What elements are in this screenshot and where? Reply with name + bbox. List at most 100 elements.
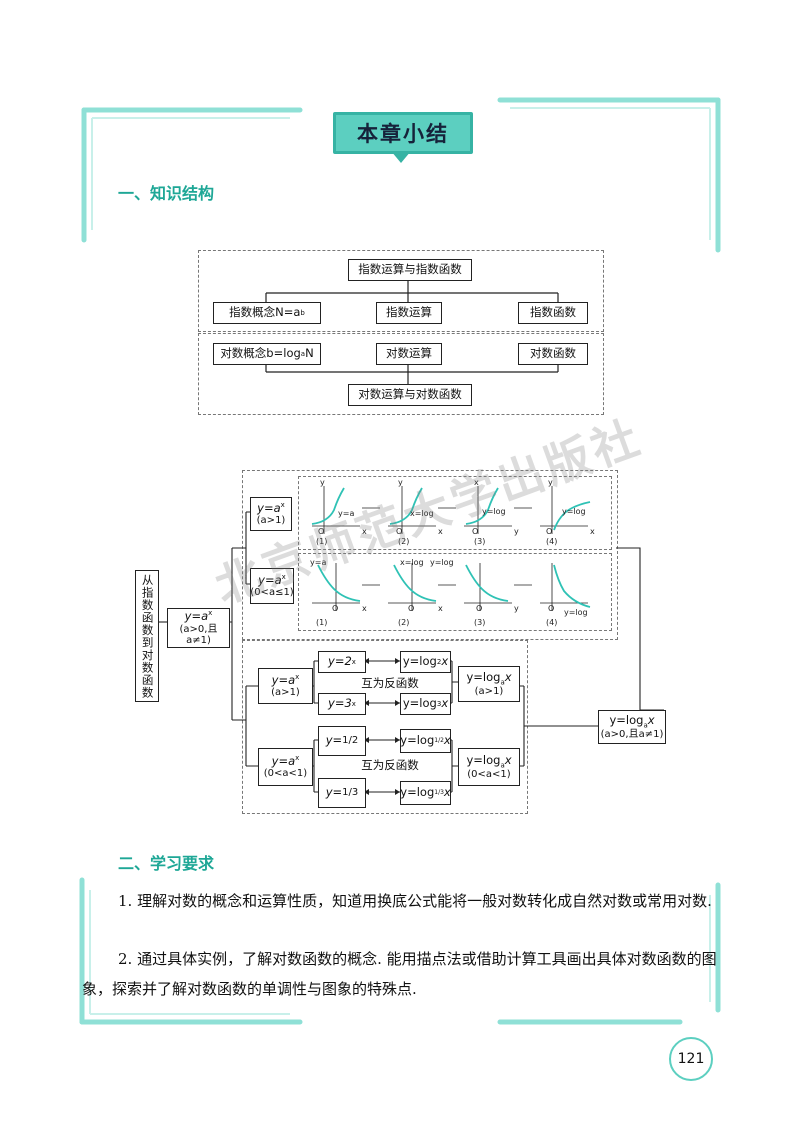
svg-text:y: y (548, 478, 553, 487)
yhalf-frac: 1/2 (342, 735, 359, 747)
y-third-x-box: y=1/3 (318, 778, 366, 808)
ylog-third-tail: x (443, 785, 451, 800)
graph3-label: y=log (482, 507, 506, 516)
log-operation-function-box: 对数运算与对数函数 (348, 384, 472, 406)
svg-text:O: O (472, 527, 478, 536)
svg-text:O: O (476, 604, 482, 613)
exp-operation-function-box: 指数运算与指数函数 (348, 259, 472, 281)
ylog2-tail: x (441, 654, 449, 669)
graph8-curve (553, 564, 591, 608)
case2-fn: y=a (258, 573, 282, 588)
exp-dashed-region (198, 250, 604, 332)
graph2-curve (389, 487, 423, 525)
graph1-num: (1) (316, 537, 327, 546)
svg-text:y: y (398, 478, 403, 487)
requirement-paragraph-1: 1. 理解对数的概念和运算性质，知道用换底公式能将一般对数转化成自然对数或常用对… (118, 892, 712, 910)
graph7-curve (465, 564, 509, 602)
chapter-summary-title: 本章小结 (333, 112, 473, 154)
svg-text:x: x (474, 478, 479, 487)
svg-text:O: O (408, 604, 414, 613)
case4-cond: (0<a<1) (263, 768, 308, 780)
graphs-row1: yxO yxO xyO yxO y=a x=log y=log y=log (1… (311, 478, 595, 546)
page-number: 121 (669, 1037, 713, 1081)
case3-sup: x (295, 673, 300, 682)
svg-text:O: O (396, 527, 402, 536)
final-fn-cond: (a>0,且a≠1) (600, 728, 664, 740)
y2x-text: y=2 (328, 654, 352, 669)
exp-concept-text: 指数概念N=a (229, 305, 301, 320)
graph4-curve (553, 501, 591, 531)
section-learning-requirements-heading: 二、学习要求 (118, 854, 215, 873)
exp-function-box: 指数函数 (518, 302, 588, 324)
svg-text:x: x (362, 604, 367, 613)
final-fn-sub: a (643, 720, 648, 729)
requirement-paragraph-2: 2. 通过具体实例，了解对数函数的概念. 能用描点法或借助计算工具画出具体对数函… (82, 950, 717, 998)
loga2-cond: (0<a<1) (467, 768, 511, 780)
loga2-tail: x (504, 752, 512, 767)
graph5-curve (317, 564, 361, 602)
svg-text:y: y (320, 478, 325, 487)
case2-sup: x (281, 573, 286, 582)
ylog2-text: y=log (402, 654, 437, 669)
yhalf-text: y= (325, 733, 343, 748)
log-concept-text: 对数概念b=log (220, 346, 301, 361)
svg-text:x: x (590, 527, 595, 536)
graph6-curve (393, 564, 437, 602)
case2-cond: (0<a≤1) (250, 587, 294, 599)
ythird-frac: 1/3 (342, 787, 359, 799)
svg-text:O: O (318, 527, 324, 536)
graph7-label: y=log (430, 558, 454, 567)
case-a-gt-1-box: y=ax (a>1) (250, 497, 292, 531)
case1-cond: (a>1) (256, 515, 286, 527)
graph1-label: y=a (338, 509, 354, 518)
graph7-num: (3) (474, 618, 485, 627)
loga1-sub: a (500, 677, 505, 686)
case4-fn: y=a (271, 754, 296, 769)
loga-lt-1-box: y=logax (0<a<1) (458, 748, 520, 786)
y-half-x-box: y=1/2 (318, 726, 366, 756)
graph1-curve (311, 487, 345, 525)
graph4-label: y=log (562, 507, 586, 516)
ylog-half-sub: 1/2 (434, 736, 444, 744)
exp-to-log-label-box: 从指数函数到对数函数 (135, 570, 159, 702)
case4-box: y=ax (0<a<1) (258, 748, 313, 786)
svg-text:O: O (332, 604, 338, 613)
log-operation-box: 对数运算 (376, 343, 442, 365)
loga-gt-1-box: y=logax (a>1) (458, 666, 520, 702)
section-knowledge-structure-heading: 一、知识结构 (118, 184, 215, 203)
log-concept-sub: a (300, 349, 306, 358)
graph2-label: x=log (410, 509, 434, 518)
ylog-half-text: y=log (400, 733, 435, 748)
graph8-num: (4) (546, 618, 557, 627)
loga2-sub: a (500, 760, 505, 769)
final-fn-tail: x (647, 712, 655, 727)
inverse-label-2: 互为反函数 (361, 758, 419, 772)
ylog-half-tail: x (443, 733, 451, 748)
graphs-dashed-region (242, 470, 618, 640)
log-function-box: 对数函数 (518, 343, 588, 365)
main-fn-text: y=a (184, 609, 209, 624)
ylog3-sub: 3 (436, 699, 442, 708)
graph4-num: (4) (546, 537, 557, 546)
loga2-text: y=log (466, 752, 501, 767)
exp-operation-box: 指数运算 (376, 302, 442, 324)
ylog-third-sub: 1/3 (434, 788, 444, 796)
main-exp-function-box: y=ax (a>0,且a≠1) (167, 608, 230, 648)
ylog3-text: y=log (402, 696, 437, 711)
main-fn-cond: (a>0,且a≠1) (179, 623, 218, 647)
svg-text:O: O (548, 604, 554, 613)
graph6-label: x=log (400, 558, 424, 567)
inverse-dashed-region (242, 640, 528, 814)
y3x-text: y=3 (328, 696, 352, 711)
graph5-num: (1) (316, 618, 327, 627)
loga1-tail: x (504, 669, 512, 684)
final-log-function-box: y=logax (a>0,且a≠1) (598, 710, 666, 744)
final-fn-text: y=log (609, 712, 644, 727)
ylog-third-text: y=log (400, 785, 435, 800)
